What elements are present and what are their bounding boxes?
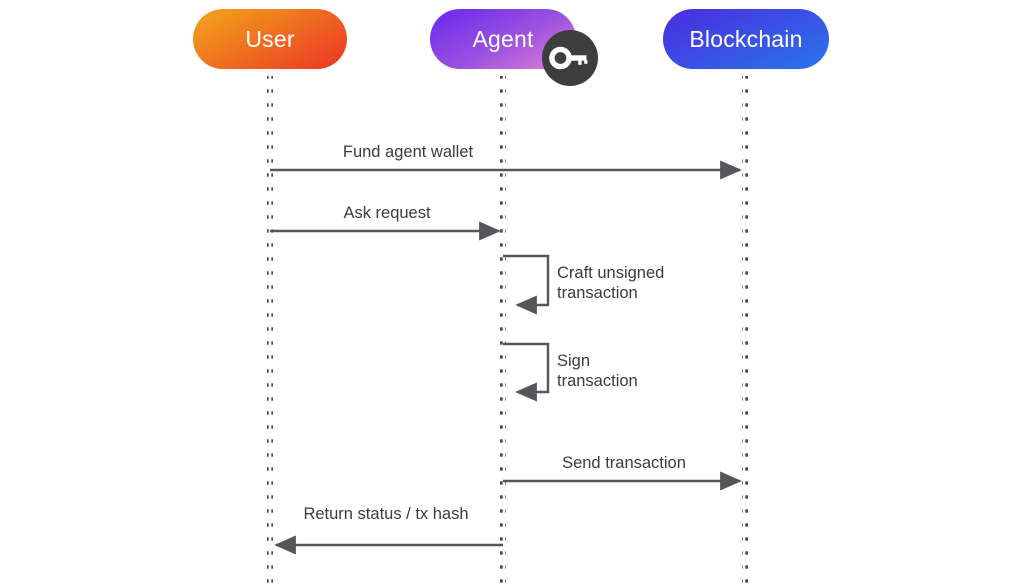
message-send-transaction[interactable]: Send transaction bbox=[503, 454, 742, 491]
message-label-ask-request: Ask request bbox=[343, 204, 431, 222]
message-label-sign-transaction: Sign transaction bbox=[557, 352, 638, 390]
participant-label-agent: Agent bbox=[472, 26, 534, 52]
participant-user[interactable]: User bbox=[193, 9, 347, 69]
participant-pill-agent[interactable] bbox=[430, 9, 576, 69]
participant-label-blockchain: Blockchain bbox=[689, 26, 802, 52]
self-loop-craft-unsigned-transaction bbox=[503, 254, 550, 315]
self-loop-sign-transaction bbox=[503, 342, 550, 402]
participant-blockchain[interactable]: Blockchain bbox=[663, 9, 829, 69]
participant-pill-user[interactable] bbox=[193, 9, 347, 69]
lifeline-blockchain bbox=[742, 76, 748, 585]
lifeline-user bbox=[267, 76, 273, 585]
key-icon bbox=[542, 30, 598, 86]
lifeline-agent bbox=[500, 76, 506, 585]
message-label-send-transaction: Send transaction bbox=[562, 454, 686, 472]
message-label-return-status-tx-hash: Return status / tx hash bbox=[303, 505, 468, 523]
message-ask-request[interactable]: Ask request bbox=[270, 204, 501, 241]
participant-label-user: User bbox=[245, 26, 295, 52]
message-craft-unsigned-transaction[interactable]: Craft unsigned transaction bbox=[503, 254, 669, 315]
lifelines bbox=[267, 76, 748, 585]
message-return-status-tx-hash[interactable]: Return status / tx hash bbox=[274, 505, 503, 555]
message-label-fund-agent-wallet: Fund agent wallet bbox=[343, 143, 474, 161]
message-sign-transaction[interactable]: Sign transaction bbox=[503, 342, 638, 402]
participant-agent[interactable]: Agent bbox=[430, 9, 598, 86]
message-fund-agent-wallet[interactable]: Fund agent wallet bbox=[270, 143, 742, 180]
message-label-craft-unsigned-transaction: Craft unsigned transaction bbox=[557, 264, 669, 302]
participant-pill-blockchain[interactable] bbox=[663, 9, 829, 69]
